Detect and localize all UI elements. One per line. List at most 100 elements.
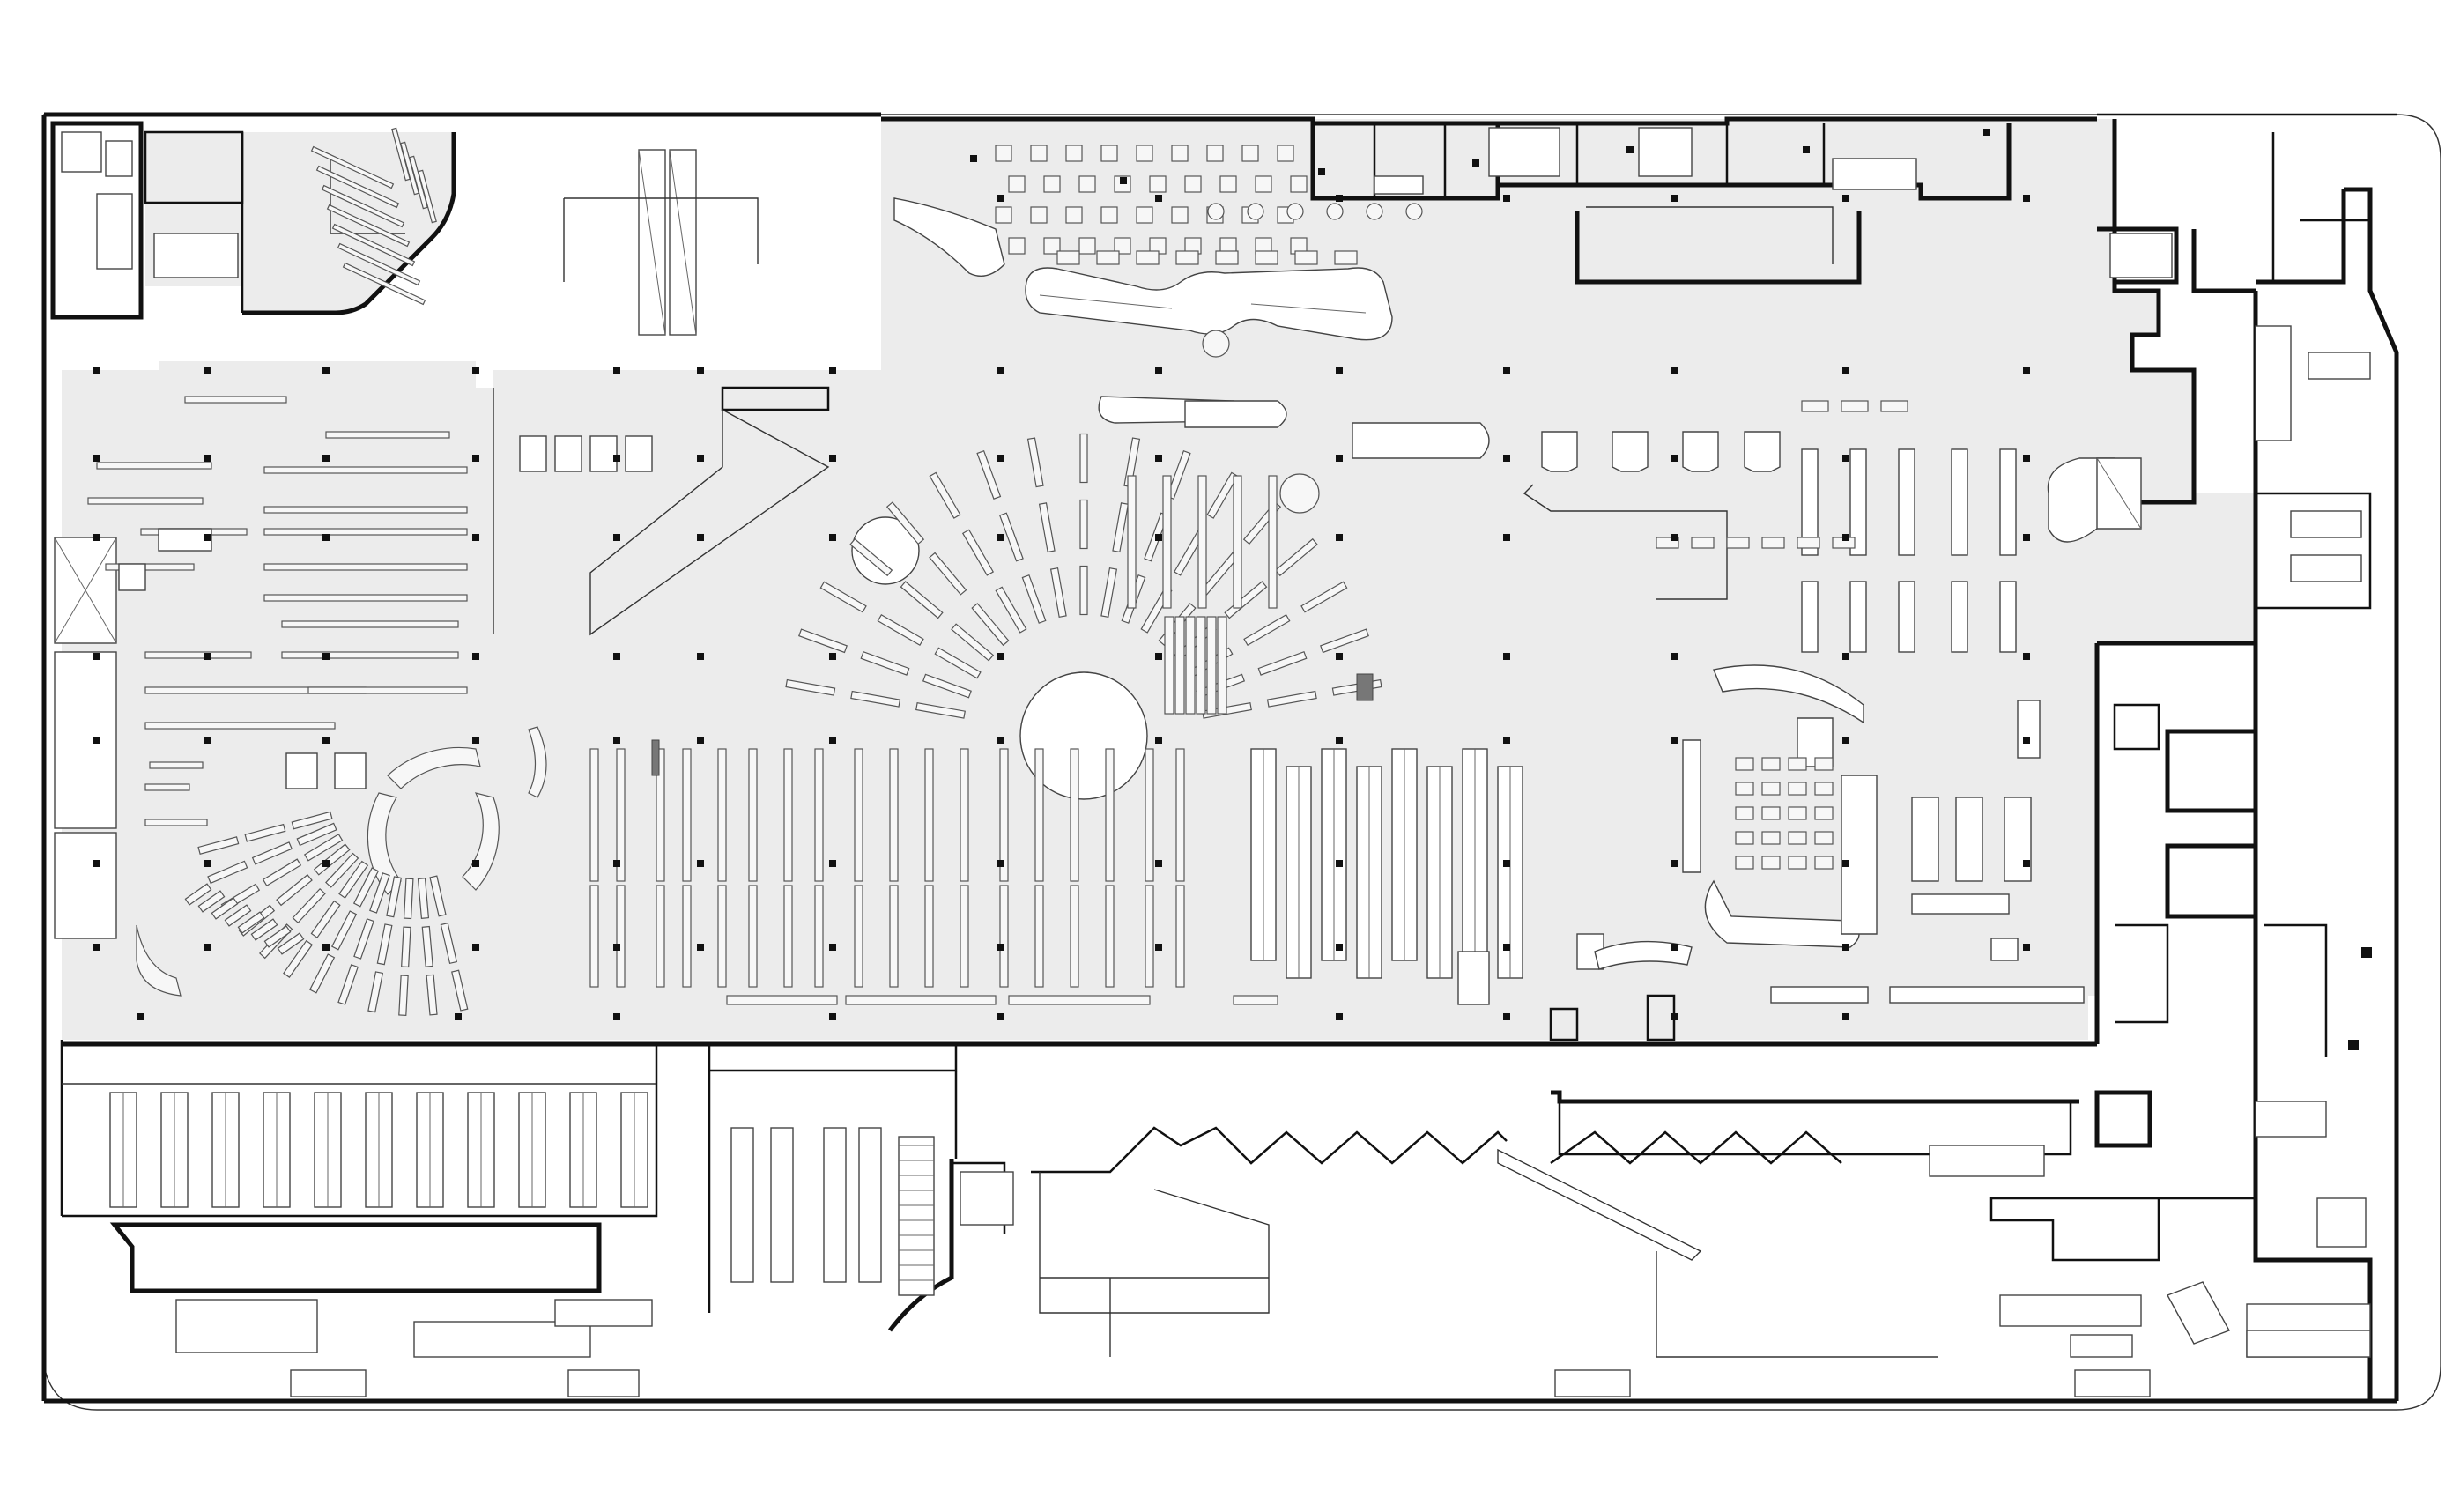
fan-shelf xyxy=(330,910,358,951)
fan-shelf xyxy=(386,876,403,918)
column xyxy=(204,860,211,867)
column xyxy=(613,1013,620,1020)
column xyxy=(455,1013,462,1020)
storage-shelf xyxy=(331,223,416,267)
fan-shelf xyxy=(440,922,458,965)
left-stair xyxy=(54,537,117,939)
vertical-shelf xyxy=(960,748,969,882)
column xyxy=(1671,195,1678,202)
column xyxy=(322,653,330,660)
vertical-shelf xyxy=(656,885,665,988)
fan-shelf xyxy=(251,841,293,865)
right-shelf xyxy=(1849,448,1867,556)
right-shelf xyxy=(1951,581,1968,653)
radial-shelf xyxy=(1206,471,1239,519)
cafe-seat xyxy=(1247,203,1264,220)
radial-shelf xyxy=(798,628,848,654)
radial-shelf xyxy=(971,603,1010,647)
column xyxy=(137,1013,144,1020)
shelf-row xyxy=(149,761,204,769)
fan-shelf xyxy=(451,969,469,1012)
radial-shelf xyxy=(1079,433,1088,484)
warehouse-shelving-bottom-left xyxy=(62,1083,656,1208)
fan-shelf xyxy=(211,897,239,920)
vertical-shelf xyxy=(1217,616,1227,715)
right-shelf xyxy=(1801,448,1819,556)
cafe-table xyxy=(1334,250,1358,265)
seating-table xyxy=(1761,806,1781,820)
column xyxy=(2023,195,2030,202)
storage-rack xyxy=(898,1136,935,1296)
shelf-row xyxy=(144,651,252,659)
column xyxy=(2023,653,2030,660)
radial-shelf xyxy=(922,673,972,699)
vertical-shelf xyxy=(1034,885,1044,988)
column xyxy=(1336,367,1343,374)
vertical-shelf xyxy=(1268,475,1278,609)
column xyxy=(997,944,1004,951)
cafe-table xyxy=(1241,145,1259,162)
shelf-row xyxy=(263,528,468,536)
bottom-shelf xyxy=(1233,995,1278,1005)
fan-shelf xyxy=(237,911,265,934)
fan-shelf xyxy=(303,833,344,862)
radial-shelf xyxy=(1026,437,1044,488)
column xyxy=(829,455,836,462)
column xyxy=(1472,159,1479,167)
radial-shelf xyxy=(819,581,867,613)
radial-shelf xyxy=(885,501,925,545)
vertical-shelf xyxy=(1145,885,1154,988)
column xyxy=(1155,860,1162,867)
radial-shelf xyxy=(900,581,944,619)
column xyxy=(1503,1013,1510,1020)
column xyxy=(1155,455,1162,462)
column xyxy=(1503,944,1510,951)
radial-shelf xyxy=(929,471,961,519)
radial-shelf xyxy=(1021,574,1047,624)
column xyxy=(93,860,100,867)
column xyxy=(613,944,620,951)
fan-shelf xyxy=(369,872,390,914)
radial-shelf xyxy=(934,647,982,679)
radial-shelf xyxy=(850,690,901,708)
fan-shelf xyxy=(308,953,336,994)
radial-shelf xyxy=(1257,650,1308,676)
column xyxy=(697,944,704,951)
right-shelf xyxy=(1849,581,1867,653)
shelf-row xyxy=(263,466,468,474)
radial-shelf xyxy=(849,537,893,577)
bottom-right-rooms xyxy=(1929,703,2372,1358)
shelf-row xyxy=(105,563,195,571)
storage-shelves-top-left xyxy=(310,127,437,306)
right-shelf xyxy=(1898,581,1915,653)
cafe-table xyxy=(1043,237,1061,255)
column xyxy=(1671,1013,1678,1020)
cafe-table xyxy=(1206,145,1224,162)
radial-shelf xyxy=(1224,581,1268,619)
column xyxy=(322,944,330,951)
fan-shelf xyxy=(421,925,433,967)
right-shelf xyxy=(1999,581,2017,653)
cafe-table xyxy=(1149,175,1167,193)
radial-shelf xyxy=(998,512,1024,562)
column xyxy=(829,534,836,541)
right-shelf xyxy=(1999,448,2017,556)
cafe-table xyxy=(1065,206,1083,224)
column xyxy=(1626,146,1634,153)
vertical-shelf xyxy=(748,748,758,882)
vertical-shelf xyxy=(1206,616,1217,715)
column xyxy=(2023,534,2030,541)
vertical-shelf xyxy=(999,885,1009,988)
stair-top-left xyxy=(61,131,102,173)
vertical-shelf xyxy=(783,748,793,882)
fan-shelf xyxy=(352,867,380,908)
column xyxy=(613,367,620,374)
vertical-shelf xyxy=(717,885,727,988)
vertical-shelf xyxy=(1105,748,1115,882)
seating-table xyxy=(1788,856,1807,870)
column xyxy=(1503,367,1510,374)
column xyxy=(2023,367,2030,374)
column xyxy=(1336,860,1343,867)
vertical-shelf xyxy=(889,748,899,882)
column xyxy=(1503,737,1510,744)
